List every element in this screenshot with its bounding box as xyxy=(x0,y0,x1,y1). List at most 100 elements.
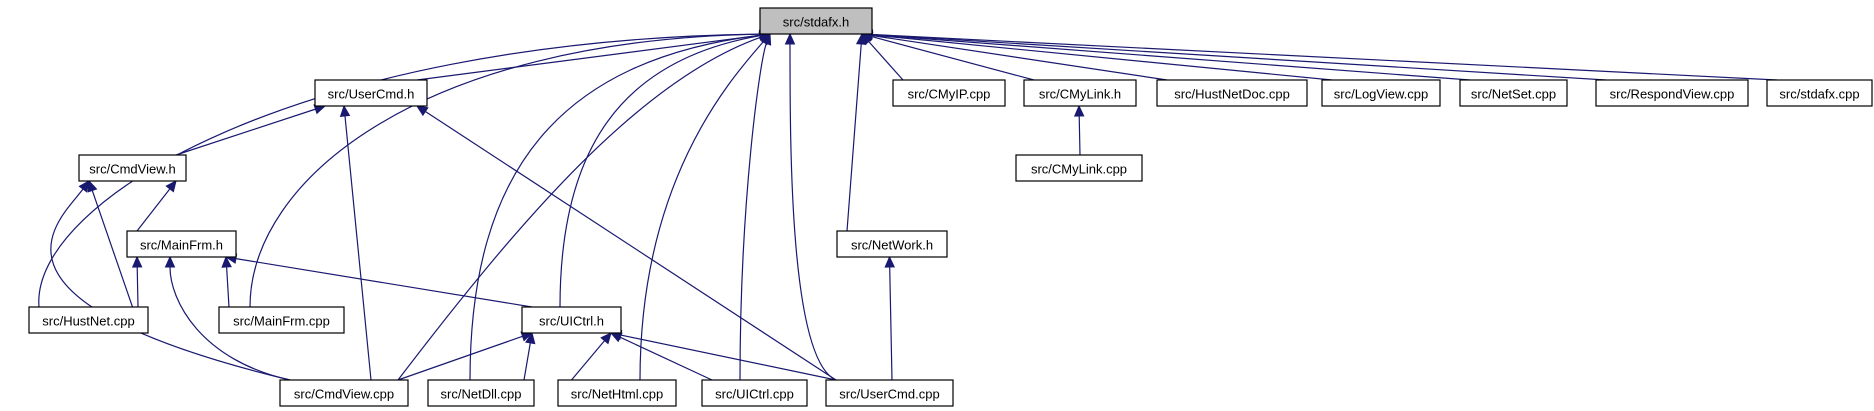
edge-line xyxy=(416,34,761,81)
node-cmdview-h[interactable]: src/CmdView.h xyxy=(78,154,187,182)
node-label: src/RespondView.cpp xyxy=(1610,87,1735,102)
node-cmdview-cpp[interactable]: src/CmdView.cpp xyxy=(279,379,409,407)
node-hustnet-cpp[interactable]: src/HustNet.cpp xyxy=(28,306,149,334)
edge-line xyxy=(619,336,713,381)
edge-hustnet_cpp-to-cmdview_h xyxy=(87,179,134,308)
node-cmylink-cpp[interactable]: src/CMyLink.cpp xyxy=(1015,154,1143,182)
edge-usercmd_cpp-to-network_h xyxy=(884,255,895,381)
edge-mainfrm_h-to-cmdview_h xyxy=(136,180,177,232)
arrowhead xyxy=(131,255,143,268)
edge-nethtml_cpp-to-stdafx_h xyxy=(639,33,771,381)
edge-nethtml_cpp-to-uictrl_h xyxy=(571,332,612,381)
edge-line xyxy=(889,266,893,381)
edge-line xyxy=(50,188,291,381)
edge-line xyxy=(344,115,372,381)
edge-line xyxy=(871,33,1778,81)
node-label: src/NetHtml.cpp xyxy=(571,387,663,402)
edge-respondview-to-stdafx_h xyxy=(860,29,1607,81)
node-label: src/NetDll.cpp xyxy=(441,387,522,402)
node-label: src/MainFrm.h xyxy=(140,238,223,253)
arrowhead xyxy=(1073,104,1085,117)
arrowhead xyxy=(600,332,612,345)
node-stdafx-h[interactable]: src/stdafx.h xyxy=(759,7,873,35)
edge-usercmd_cpp-to-uictrl_h xyxy=(609,329,837,381)
edge-usercmd_cpp-to-stdafx_h xyxy=(784,32,837,381)
arrowhead xyxy=(339,104,351,117)
arrowhead xyxy=(221,255,232,268)
node-label: src/HustNet.cpp xyxy=(42,314,134,329)
node-nethtml-cpp[interactable]: src/NetHtml.cpp xyxy=(557,379,677,407)
node-mainfrm-cpp[interactable]: src/MainFrm.cpp xyxy=(218,306,345,334)
edge-line xyxy=(136,188,171,232)
edge-line xyxy=(397,335,523,381)
edge-line xyxy=(175,108,316,156)
edge-uictrl_h-to-stdafx_h xyxy=(559,30,772,308)
node-uictrl-cpp[interactable]: src/UICtrl.cpp xyxy=(701,379,808,407)
node-cmyip-cpp[interactable]: src/CMyIP.cpp xyxy=(892,79,1006,107)
arrowhead xyxy=(78,180,90,193)
node-label: src/stdafx.h xyxy=(783,15,849,30)
edge-mainfrm_cpp-to-mainfrm_h xyxy=(221,255,232,308)
node-label: src/CmdView.h xyxy=(89,162,175,177)
edge-line xyxy=(91,190,134,308)
node-network-h[interactable]: src/NetWork.h xyxy=(836,230,948,258)
edge-line xyxy=(469,34,761,381)
node-label: src/CmdView.cpp xyxy=(294,387,394,402)
edge-line xyxy=(249,33,761,308)
node-label: src/NetSet.cpp xyxy=(1471,87,1556,102)
edge-line xyxy=(871,34,1471,81)
edge-line xyxy=(559,35,761,308)
node-label: src/HustNetDoc.cpp xyxy=(1174,87,1290,102)
node-netdll-cpp[interactable]: src/NetDll.cpp xyxy=(427,379,535,407)
edge-cmdview_cpp-to-uictrl_h xyxy=(397,331,534,381)
edge-cmylink_cpp-to-cmylink_h xyxy=(1073,104,1085,156)
arrowhead xyxy=(761,32,772,46)
arrowhead xyxy=(164,255,176,268)
edge-line xyxy=(620,334,837,381)
node-label: src/CMyLink.h xyxy=(1039,87,1121,102)
edge-line xyxy=(523,342,531,381)
node-layer: src/stdafx.h src/UserCmd.h src/CMyIP.cpp… xyxy=(28,7,1873,407)
edge-cmdview_h-to-usercmd_h xyxy=(175,104,327,156)
edge-line xyxy=(846,43,862,232)
edge-line xyxy=(169,266,291,381)
arrowhead xyxy=(784,32,796,45)
arrowhead xyxy=(165,180,177,193)
node-mainfrm-h[interactable]: src/MainFrm.h xyxy=(126,230,237,258)
arrowhead xyxy=(87,179,98,193)
node-label: src/CMyIP.cpp xyxy=(908,87,991,102)
edge-line xyxy=(397,36,761,381)
edge-line xyxy=(235,258,533,308)
node-label: src/CMyLink.cpp xyxy=(1031,162,1127,177)
node-logview-cpp[interactable]: src/LogView.cpp xyxy=(1321,79,1441,107)
edge-line xyxy=(789,43,837,381)
node-label: src/NetWork.h xyxy=(851,238,933,253)
node-label: src/UICtrl.h xyxy=(539,314,604,329)
edge-line xyxy=(38,33,761,308)
node-respondview-cpp[interactable]: src/RespondView.cpp xyxy=(1595,79,1749,107)
edge-line xyxy=(739,43,767,381)
arrowhead xyxy=(884,255,895,268)
edge-netset-to-stdafx_h xyxy=(860,29,1471,81)
node-cmylink-h[interactable]: src/CMyLink.h xyxy=(1023,79,1137,107)
edge-uictrl_cpp-to-stdafx_h xyxy=(739,32,772,381)
arrowhead xyxy=(855,32,867,45)
edge-hustnet_cpp-to-mainfrm_h xyxy=(131,255,143,308)
edge-cmyip_cpp-to-stdafx_h xyxy=(861,33,904,81)
edge-line xyxy=(226,266,230,308)
node-usercmd-h[interactable]: src/UserCmd.h xyxy=(314,79,428,107)
node-netset-cpp[interactable]: src/NetSet.cpp xyxy=(1459,79,1568,107)
node-usercmd-cpp[interactable]: src/UserCmd.cpp xyxy=(825,379,954,407)
edge-line xyxy=(871,34,1333,81)
edge-line xyxy=(425,110,837,381)
node-uictrl-h[interactable]: src/UICtrl.h xyxy=(521,306,622,334)
node-label: src/LogView.cpp xyxy=(1334,87,1428,102)
node-label: src/stdafx.cpp xyxy=(1779,87,1859,102)
edge-uictrl_cpp-to-uictrl_h xyxy=(609,332,713,381)
node-stdafx-cpp[interactable]: src/stdafx.cpp xyxy=(1766,79,1873,107)
edge-netdll_cpp-to-uictrl_h xyxy=(523,331,536,381)
arrowhead xyxy=(415,105,429,117)
edge-cmdview_cpp-to-cmdview_h xyxy=(50,180,291,381)
node-label: src/UserCmd.cpp xyxy=(839,387,939,402)
node-hustnetdoc-cpp[interactable]: src/HustNetDoc.cpp xyxy=(1156,79,1308,107)
